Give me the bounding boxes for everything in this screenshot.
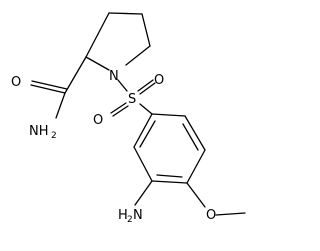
o-methyl-bond <box>215 212 246 216</box>
pyrrolidine-ring <box>85 12 151 71</box>
aryl-bond-2 <box>184 115 206 151</box>
aryl-inner-bond-3 <box>139 120 156 148</box>
ring-bond-3 <box>125 45 151 66</box>
ring-bond-2 <box>141 13 151 47</box>
carbonyl-oxygen-label: O <box>11 75 21 90</box>
carboxamide-group <box>30 56 87 119</box>
structure-diagram: N S O O O NH 2 O H 2 N <box>11 12 246 225</box>
so-bottom-bond-b <box>112 105 129 117</box>
sulfonyl-oxygen-top-label: O <box>154 73 164 88</box>
amide-nh-label: NH <box>29 124 49 139</box>
so-bottom-bond-a <box>110 102 127 114</box>
so-top-bond-a <box>137 79 154 92</box>
sulfonyl-group <box>110 79 156 117</box>
aryl-bond-1 <box>151 113 186 117</box>
ring-nitrogen-label: N <box>109 69 119 84</box>
aryl-inner-bond-2 <box>156 174 183 178</box>
sulfonyl-oxygen-bottom-label: O <box>93 113 103 128</box>
aryl-bond-6 <box>133 113 153 148</box>
aniline-h-label: H <box>118 208 128 223</box>
sulfur-label: S <box>128 92 136 107</box>
c-nh2-bond <box>134 180 153 206</box>
aniline-h-count: 2 <box>127 215 133 225</box>
ring-bond-1 <box>108 12 143 15</box>
carbonyl-double-bond-b <box>31 80 68 90</box>
n-s-bond <box>117 79 128 92</box>
aryl-inner-bond-1 <box>182 123 199 151</box>
benzene-ring <box>133 113 206 184</box>
aniline-n-label: N <box>133 208 143 223</box>
ring-bond-5 <box>85 12 110 58</box>
c-carbonyl-bond <box>64 56 87 94</box>
aryl-bond-4 <box>151 180 188 184</box>
amide-h-count: 2 <box>51 131 57 141</box>
aryl-bond-3 <box>186 149 206 184</box>
methoxy-oxygen-label: O <box>206 208 216 223</box>
so-top-bond-b <box>139 82 156 95</box>
molecule-drawing: N S O O O NH 2 O H 2 N <box>11 12 246 225</box>
amine-methoxy-substituents <box>134 180 246 216</box>
amide-bond <box>55 92 66 119</box>
ring-bond-4 <box>85 56 110 71</box>
aryl-bond-5 <box>133 146 153 182</box>
c-o-bond <box>186 182 206 208</box>
carbonyl-double-bond-a <box>30 84 66 94</box>
s-aryl-bond <box>139 103 153 115</box>
